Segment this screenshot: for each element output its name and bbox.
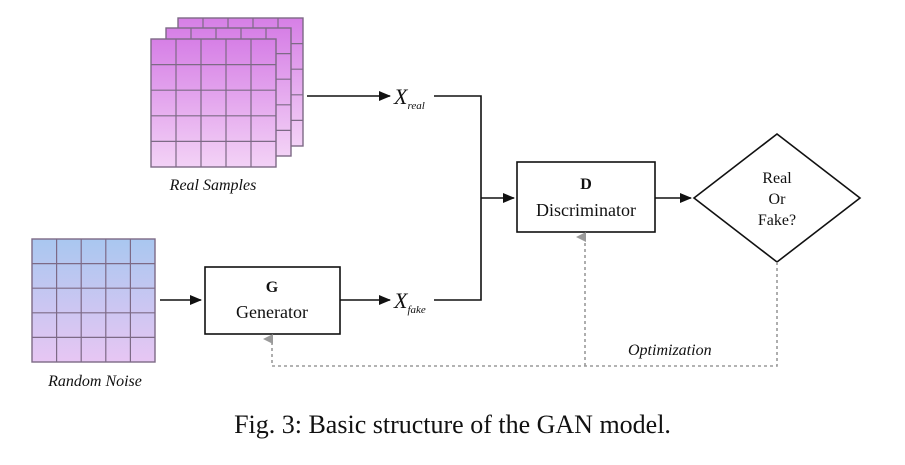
discriminator-label: Discriminator bbox=[536, 200, 636, 220]
random-noise-grid bbox=[31, 238, 156, 363]
x-fake-label: Xfake bbox=[393, 288, 426, 316]
decision-line-2: Or bbox=[769, 191, 787, 208]
diagram-canvas: Real Samples Random Noise Xreal G Genera… bbox=[31, 17, 862, 390]
xreal-xfake-connector bbox=[434, 95, 482, 301]
generator-title: G bbox=[266, 279, 279, 296]
optimization-label: Optimization bbox=[628, 342, 712, 359]
decision-diamond bbox=[692, 132, 862, 264]
decision-line-3: Fake? bbox=[758, 212, 796, 229]
decision-line-1: Real bbox=[762, 170, 792, 187]
real-sample-grid-front bbox=[150, 38, 277, 168]
real-samples-stack bbox=[150, 17, 304, 168]
optimization-feedback-line bbox=[263, 262, 778, 367]
discriminator-title: D bbox=[580, 176, 592, 193]
real-samples-label: Real Samples bbox=[169, 177, 257, 194]
discriminator-box bbox=[516, 161, 656, 233]
generator-box bbox=[204, 266, 341, 335]
random-noise-label: Random Noise bbox=[47, 373, 142, 390]
x-real-label: Xreal bbox=[393, 84, 425, 112]
generator-label: Generator bbox=[236, 302, 308, 322]
figure-caption: Fig. 3: Basic structure of the GAN model… bbox=[234, 410, 671, 439]
